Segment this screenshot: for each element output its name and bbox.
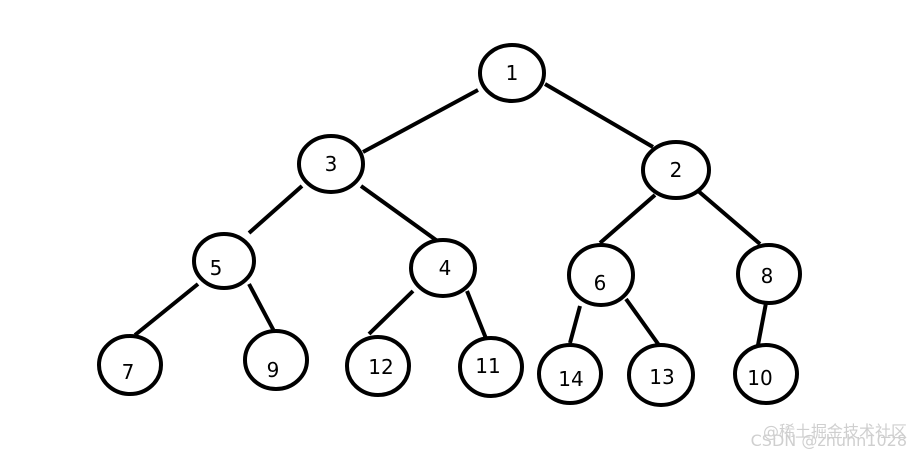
edge-5-9	[247, 283, 277, 334]
edge-4-12	[367, 289, 415, 336]
tree-node-6: 6	[567, 243, 635, 307]
node-label-9: 9	[267, 358, 280, 382]
tree-node-7: 7	[97, 334, 163, 396]
tree-node-12: 12	[345, 335, 411, 397]
tree-node-3: 3	[297, 134, 365, 194]
nodes: 1 3 2 5 4 6 8 7	[97, 43, 802, 407]
tree-node-14: 14	[537, 343, 603, 405]
node-label-11: 11	[475, 354, 500, 378]
tree-node-2: 2	[641, 140, 711, 200]
edge-6-13	[624, 297, 663, 350]
tree-node-11: 11	[458, 336, 524, 398]
node-label-12: 12	[368, 355, 393, 379]
node-label-6: 6	[594, 271, 607, 295]
watermark-csdn: CSDN @zhuhn1028	[751, 431, 907, 450]
node-label-1: 1	[506, 61, 519, 85]
watermark: CSDN @zhuhn1028 @稀土掘金技术社区	[751, 422, 907, 450]
tree-node-13: 13	[627, 343, 695, 407]
tree-node-1: 1	[478, 43, 546, 103]
node-label-5: 5	[210, 256, 223, 280]
edge-4-11	[465, 290, 489, 342]
node-label-7: 7	[122, 360, 135, 384]
edge-2-6	[598, 193, 657, 245]
edge-3-4	[359, 184, 438, 242]
edge-5-7	[133, 282, 200, 337]
edge-6-14	[568, 305, 582, 344]
node-label-4: 4	[439, 256, 452, 280]
node-label-2: 2	[670, 158, 683, 182]
tree-node-5: 5	[192, 232, 256, 290]
watermark-juejin: @稀土掘金技术社区	[763, 422, 907, 441]
tree-node-10: 10	[733, 343, 799, 405]
edge-1-2	[543, 82, 655, 149]
tree-node-8: 8	[736, 243, 802, 305]
node-label-3: 3	[325, 152, 338, 176]
edge-8-10	[756, 302, 768, 346]
edge-2-8	[695, 188, 762, 246]
node-label-13: 13	[649, 365, 674, 389]
node-label-8: 8	[761, 264, 774, 288]
tree-node-4: 4	[409, 238, 477, 298]
edge-3-5	[247, 184, 304, 235]
tree-node-9: 9	[243, 329, 309, 391]
edge-1-3	[362, 88, 479, 154]
node-label-10: 10	[747, 366, 772, 390]
edges	[133, 82, 768, 350]
node-label-14: 14	[558, 367, 583, 391]
